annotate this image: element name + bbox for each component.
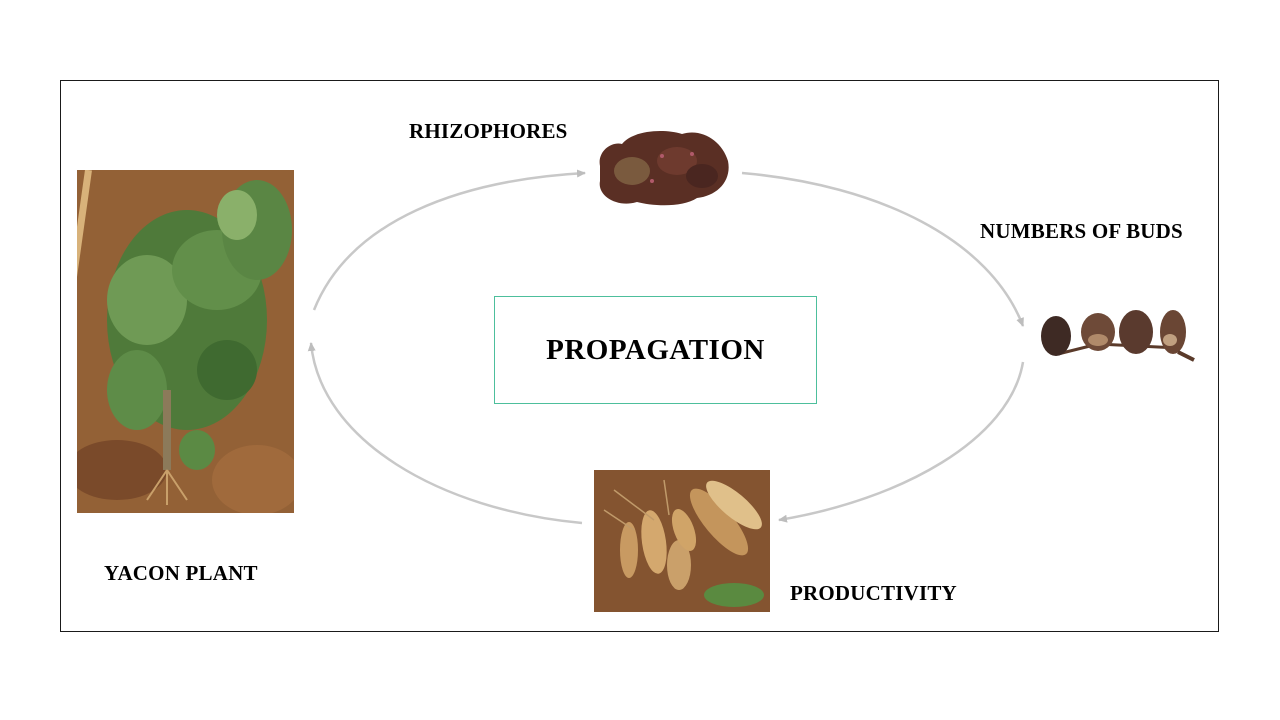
label-yacon-plant: YACON PLANT	[104, 561, 258, 585]
arrow-plant-to-rhizophores	[312, 169, 586, 311]
rhizophores-photo	[592, 126, 732, 210]
label-productivity: PRODUCTIVITY	[790, 581, 957, 605]
buds-photo	[1038, 304, 1196, 366]
label-rhizophores: RHIZOPHORES	[409, 119, 568, 143]
center-propagation-box: PROPAGATION	[494, 296, 817, 404]
diagram-frame	[60, 80, 1219, 632]
yacon-plant-photo	[77, 170, 294, 513]
label-numbers-of-buds: NUMBERS OF BUDS	[980, 219, 1183, 243]
arrow-buds-to-productivity	[778, 361, 1025, 523]
arrow-productivity-to-plant	[307, 342, 583, 525]
center-title: PROPAGATION	[546, 333, 765, 366]
productivity-photo	[594, 470, 770, 612]
arrow-rhizophores-to-buds	[741, 171, 1025, 327]
